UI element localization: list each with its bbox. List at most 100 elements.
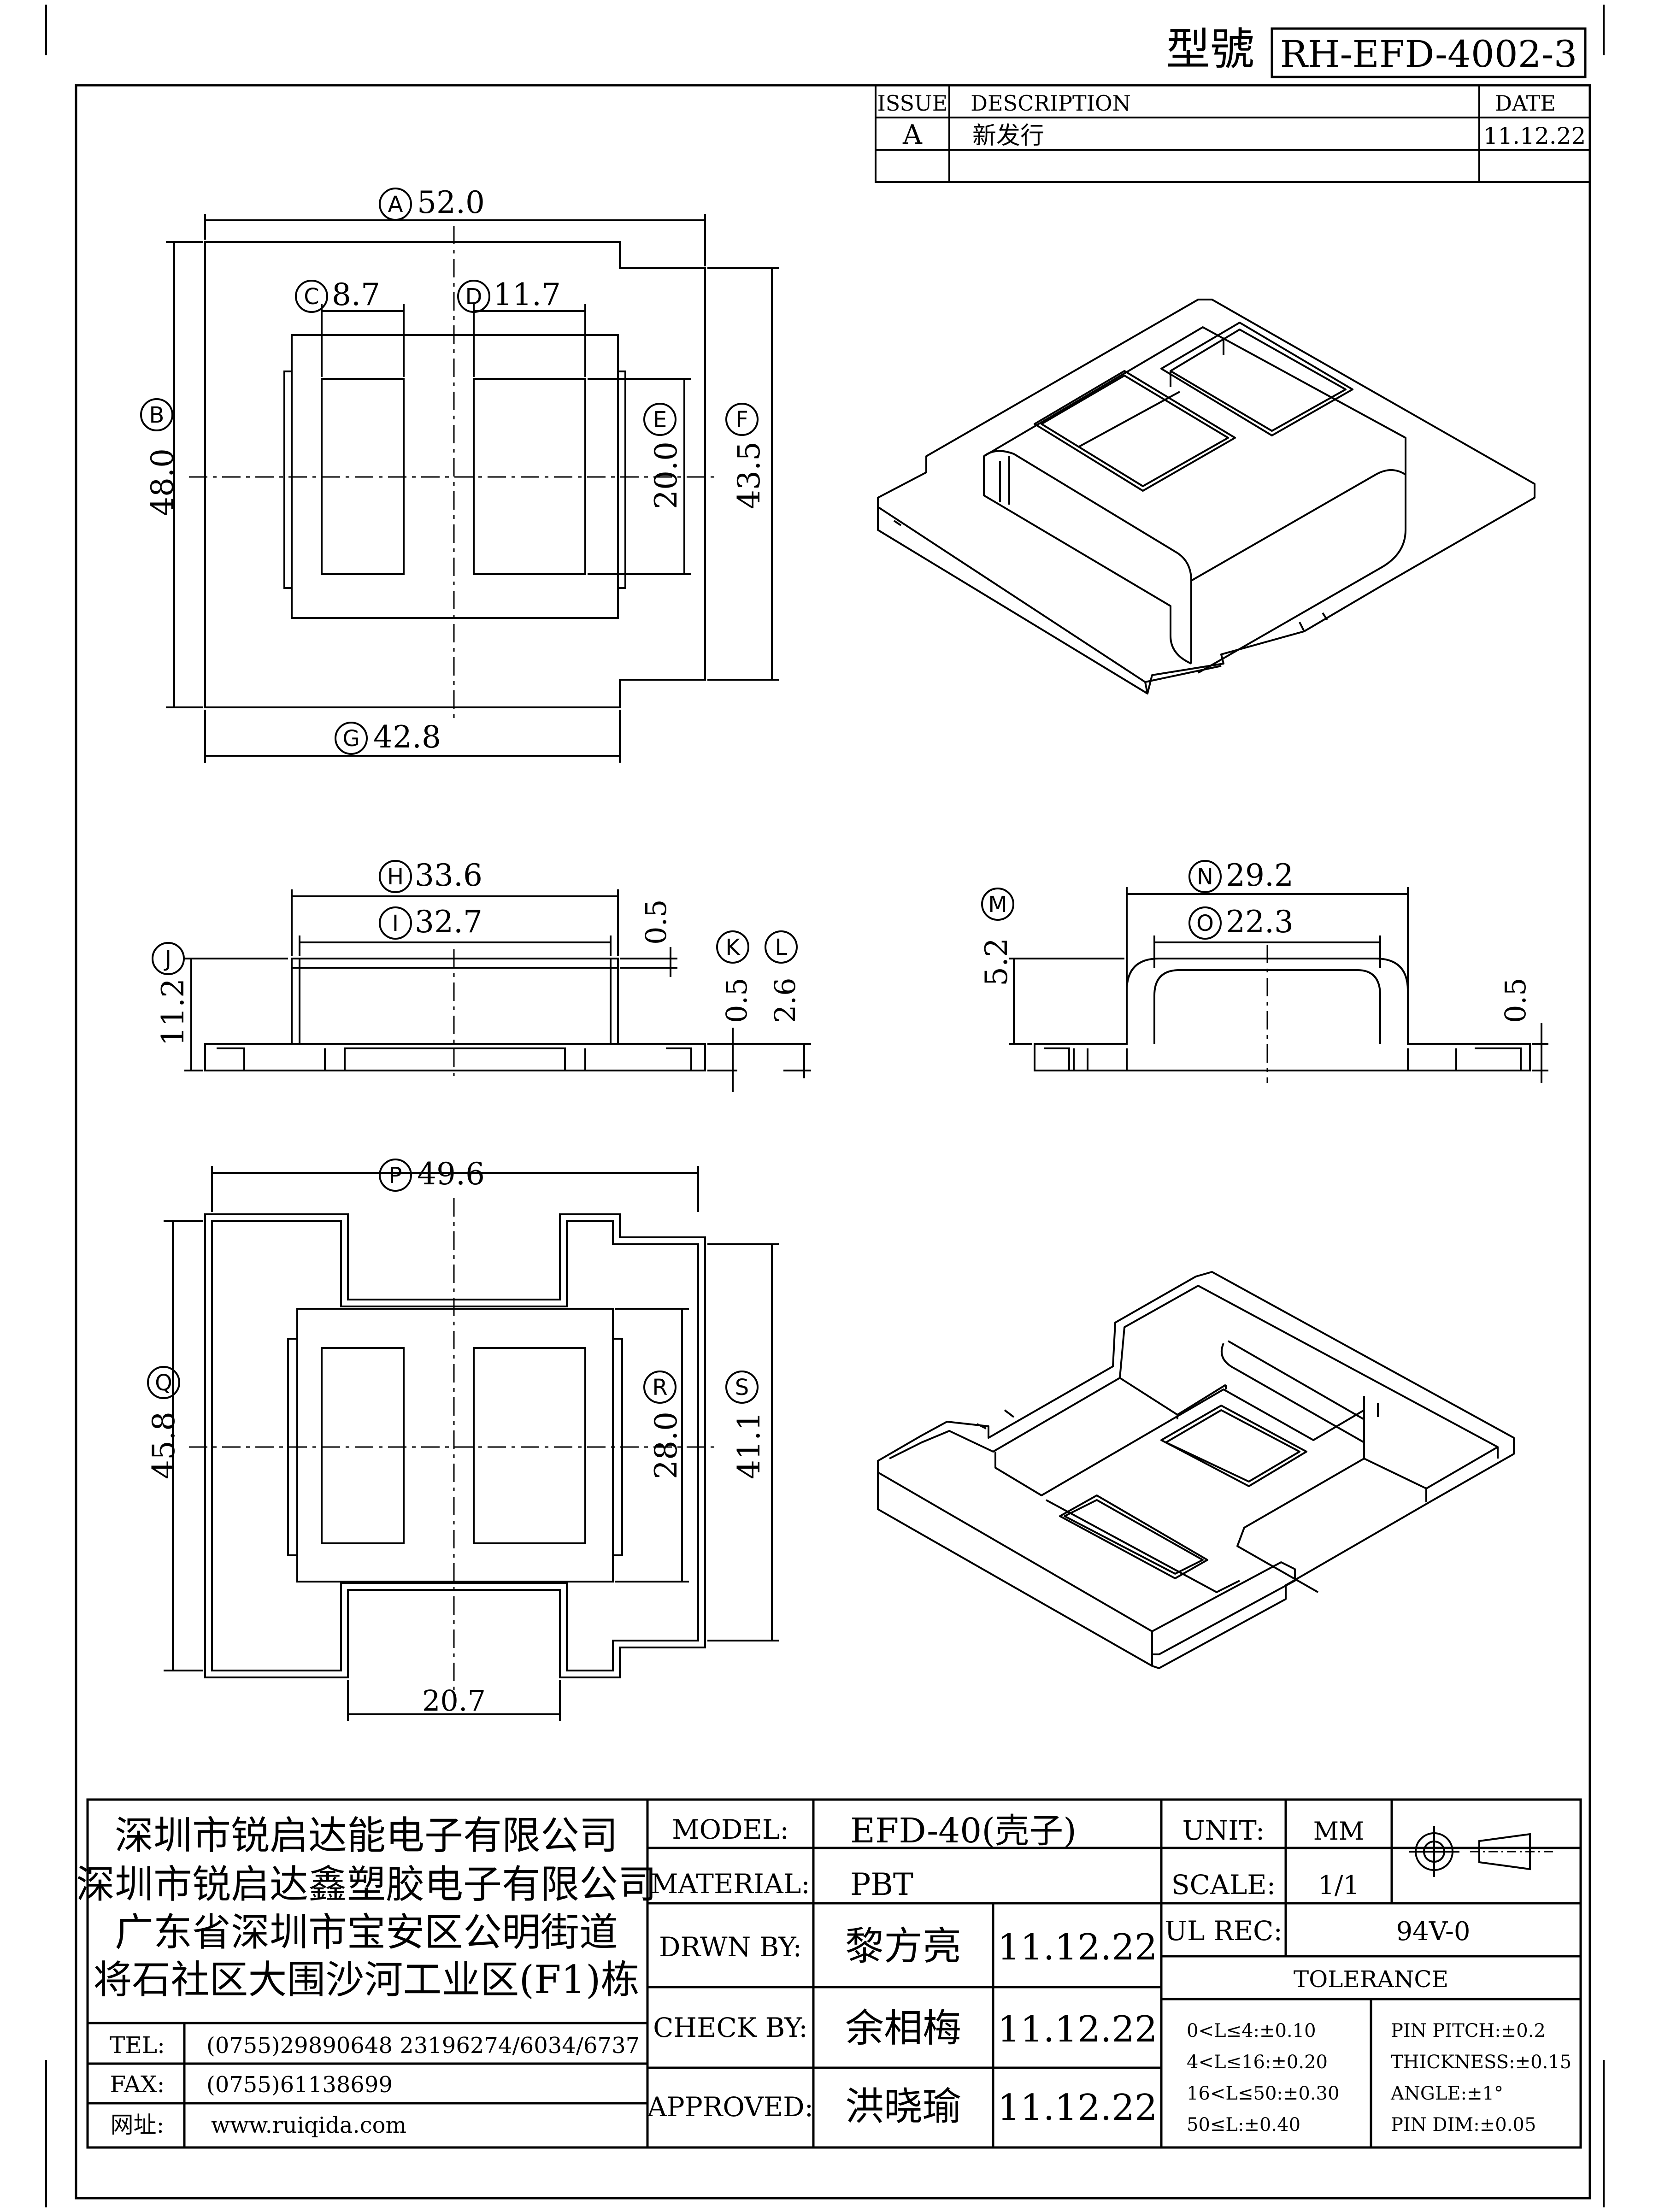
tolerance-label: TOLERANCE [1294, 1966, 1448, 1993]
dim-p-value: 49.6 [417, 1156, 485, 1192]
revision-col-issue: ISSUE [877, 91, 948, 116]
svg-text:M: M [988, 892, 1007, 918]
dim-h-value: 33.6 [415, 858, 482, 893]
company-line-3: 广东省深圳市宝安区公明街道 [115, 1910, 618, 1955]
dim-l-value: 2.6 [768, 977, 802, 1023]
dim-k-value: 0.5 [720, 977, 753, 1023]
tolerance-thickness: THICKNESS:±0.15 [1391, 2052, 1571, 2073]
revision-description: 新发行 [972, 122, 1044, 150]
dim-o-value: 22.3 [1226, 904, 1294, 940]
svg-text:P: P [389, 1163, 402, 1188]
side-view [1009, 887, 1548, 1083]
front-view-dimensions: H 33.6 I 32.7 0.5 J 11.2 K 0.5 L 2.6 [152, 858, 802, 1046]
dim-b-value: 48.0 [145, 448, 180, 516]
dim-j-value: 11.2 [155, 978, 191, 1046]
dim-s-value: 41.1 [731, 1412, 767, 1479]
svg-text:S: S [735, 1375, 749, 1400]
revision-col-date: DATE [1495, 91, 1556, 116]
svg-text:K: K [725, 935, 741, 960]
dim-f-value: 43.5 [731, 441, 767, 509]
top-view [166, 214, 779, 763]
dim-d-value: 11.7 [493, 277, 561, 312]
svg-text:I: I [392, 911, 399, 936]
dim-m-value: 5.2 [979, 938, 1014, 986]
svg-text:R: R [652, 1375, 667, 1400]
drawing-frame [75, 84, 1591, 2200]
svg-text:O: O [1196, 911, 1214, 936]
projection-symbol-icon [1409, 1826, 1553, 1877]
material-value: PBT [850, 1867, 913, 1902]
tel-value: (0755)29890648 23196274/6034/6737 [206, 2033, 640, 2059]
dim-i-value: 32.7 [415, 904, 482, 940]
dim-e-value: 20.0 [648, 441, 684, 509]
drawn-date: 11.12.22 [997, 1927, 1157, 1968]
revision-issue: A [902, 119, 923, 150]
tolerance-3: 16<L≤50:±0.30 [1187, 2083, 1339, 2104]
dim-r-value: 28.0 [648, 1412, 684, 1479]
top-view-dimensions: A 52.0 C 8.7 D 11.7 B 48.0 E 20.0 F 43.5… [140, 185, 767, 755]
bottom-view [164, 1166, 779, 1721]
dim-n-value: 29.2 [1226, 858, 1294, 893]
tolerance-angle: ANGLE:±1° [1390, 2083, 1503, 2104]
approved-by: 洪晓瑜 [845, 2084, 961, 2129]
svg-text:A: A [388, 192, 403, 218]
revision-table [875, 84, 1591, 183]
dim-a-value: 52.0 [417, 185, 485, 220]
check-label: CHECK BY: [653, 2012, 808, 2043]
svg-text:G: G [342, 726, 359, 752]
tel-label: TEL: [110, 2032, 165, 2059]
unit-value: MM [1313, 1817, 1365, 1846]
model-label: MODEL: [672, 1814, 789, 1845]
title-fields: MODEL: EFD-40(壳子) MATERIAL: PBT DRWN BY:… [647, 1811, 1571, 2136]
title-block [86, 1798, 1582, 2149]
isometric-top-view [877, 299, 1535, 694]
dim-g-value: 42.8 [373, 719, 441, 755]
material-label: MATERIAL: [651, 1868, 810, 1900]
svg-text:C: C [304, 284, 319, 310]
fax-label: FAX: [110, 2071, 165, 2098]
scale-label: SCALE: [1171, 1869, 1276, 1900]
company-line-2: 深圳市锐启达鑫塑胶电子有限公司 [76, 1862, 657, 1907]
svg-text:RH-EFD-4002-3: RH-EFD-4002-3 [1280, 33, 1577, 76]
svg-text:L: L [775, 935, 788, 960]
side-view-dimensions: N 29.2 O 22.3 M 5.2 0.5 [979, 858, 1532, 1023]
check-date: 11.12.22 [997, 2009, 1157, 2050]
revision-date: 11.12.22 [1483, 123, 1586, 149]
svg-text:B: B [149, 402, 165, 428]
scale-value: 1/1 [1318, 1871, 1359, 1900]
approved-date: 11.12.22 [997, 2087, 1157, 2129]
drawn-by: 黎方亮 [845, 1924, 961, 1969]
svg-text:F: F [735, 407, 748, 433]
revision-col-description: DESCRIPTION [971, 91, 1131, 116]
company-line-1: 深圳市锐启达能电子有限公司 [115, 1813, 618, 1858]
checked-by: 余相梅 [845, 2006, 961, 2051]
svg-text:J: J [164, 946, 171, 972]
dim-side-base-value: 0.5 [1499, 977, 1532, 1023]
svg-text:型號: 型號 [1166, 24, 1254, 75]
ul-label: UL REC: [1165, 1915, 1282, 1947]
dim-top-gap-value: 0.5 [639, 899, 673, 945]
approved-label: APPROVED: [647, 2091, 813, 2123]
dim-q-value: 45.8 [146, 1412, 182, 1479]
part-number-header: 型號 RH-EFD-4002-3 [1166, 24, 1587, 78]
dim-bottom-width-value: 20.7 [422, 1684, 486, 1718]
svg-text:E: E [653, 407, 667, 433]
unit-label: UNIT: [1182, 1815, 1265, 1846]
svg-text:N: N [1197, 864, 1213, 890]
web-value: www.ruiqida.com [211, 2112, 406, 2138]
svg-text:D: D [465, 284, 482, 310]
drawn-label: DRWN BY: [659, 1931, 802, 1963]
company-line-4: 将石社区大围沙河工业区(F1)栋 [93, 1957, 639, 2002]
tolerance-pin-pitch: PIN PITCH:±0.2 [1391, 2020, 1546, 2041]
corner-ticks [45, 5, 1605, 2207]
ul-value: 94V-0 [1396, 1917, 1470, 1947]
company-info: 深圳市锐启达能电子有限公司 深圳市锐启达鑫塑胶电子有限公司 广东省深圳市宝安区公… [76, 1813, 657, 2138]
isometric-bottom-view [877, 1271, 1515, 1669]
tolerance-1: 0<L≤4:±0.10 [1187, 2020, 1316, 2041]
tolerance-pin-dim: PIN DIM:±0.05 [1391, 2114, 1536, 2136]
tolerance-2: 4<L≤16:±0.20 [1187, 2052, 1328, 2073]
bottom-view-dimensions: P 49.6 Q 45.8 R 28.0 S 41.1 20.7 [146, 1156, 767, 1718]
web-label: 网址: [111, 2112, 165, 2138]
